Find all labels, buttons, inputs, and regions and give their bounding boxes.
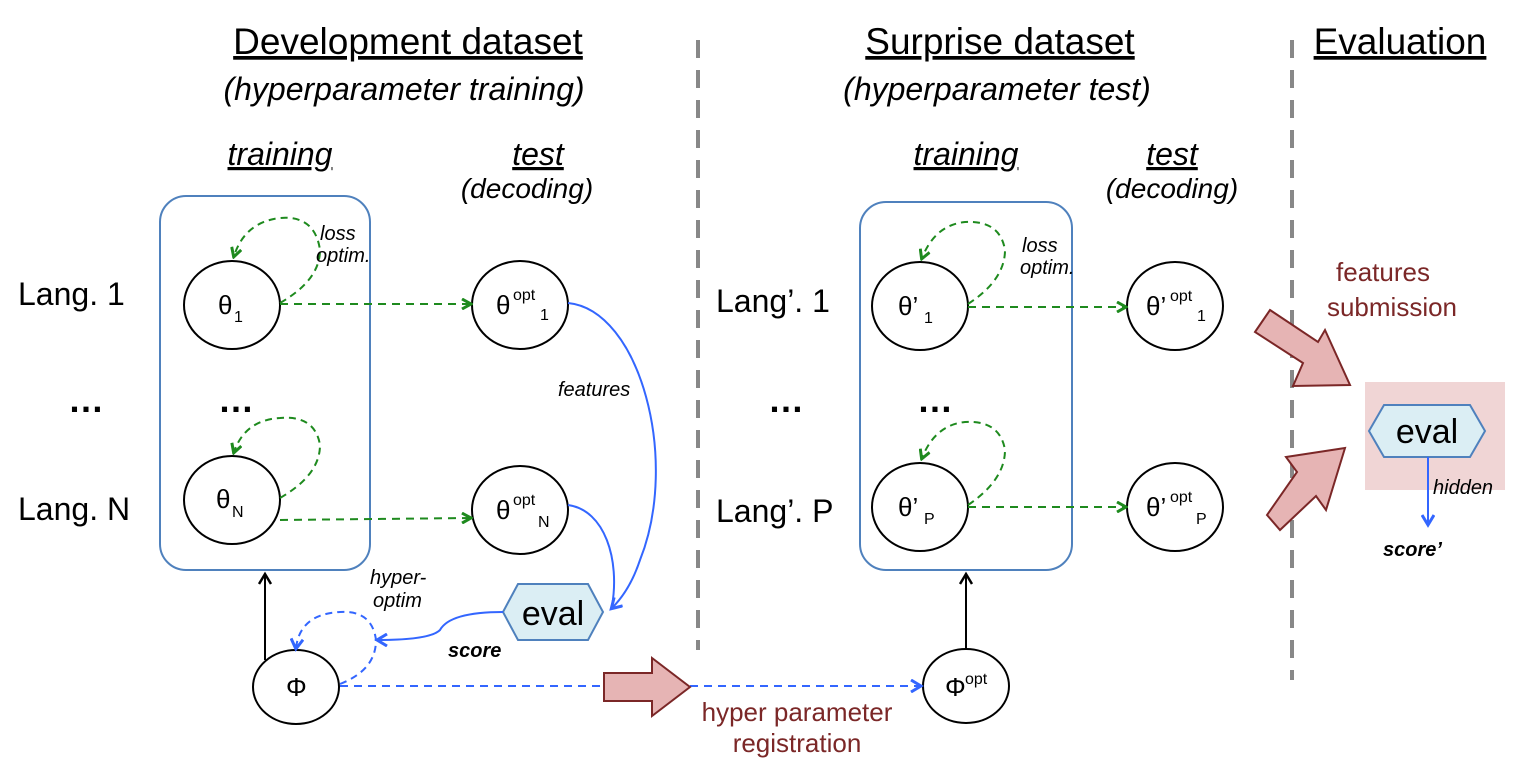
hyper-optim-label: optim [373, 590, 422, 612]
hyper-optim-loop [296, 610, 378, 685]
svg-text:θ’: θ’ [1146, 492, 1166, 522]
surprise-training-label: training [914, 136, 1019, 172]
loss-label-dev: loss [320, 223, 356, 245]
features-submission-label-2: submission [1327, 292, 1457, 322]
svg-text:θ’: θ’ [898, 492, 918, 522]
svg-text:eval: eval [1396, 413, 1458, 451]
surprise-lang-1: Lang’. 1 [716, 283, 830, 319]
loss-loop-theta-1 [234, 216, 322, 304]
node-theta-prime-p: θ’ P [871, 462, 969, 552]
hidden-label: hidden [1433, 477, 1493, 499]
score-arrow [378, 611, 504, 640]
surprise-training-box [859, 201, 1073, 571]
optim-label-dev: optim. [316, 245, 370, 267]
node-phi-opt: Φ opt [922, 648, 1010, 724]
node-theta-prime-1: θ’ 1 [871, 261, 969, 351]
loss-label-surprise: loss [1022, 235, 1058, 257]
svg-text:opt: opt [1170, 288, 1193, 305]
svg-text:θ: θ [218, 290, 232, 320]
svg-text:θ’: θ’ [1146, 291, 1166, 321]
surprise-subtitle: (hyperparameter test) [843, 71, 1151, 107]
surprise-lang-p: Lang’. P [716, 493, 833, 529]
dev-training-box [159, 195, 371, 571]
node-phi: Φ [252, 649, 340, 725]
surprise-title: Surprise dataset [865, 21, 1135, 62]
submission-block-arrow-top [1253, 308, 1352, 388]
dev-test-sub: (decoding) [461, 173, 593, 204]
node-theta-1: θ 1 [183, 260, 281, 350]
surprise-test-label: test [1146, 136, 1199, 172]
eval-node-hidden: eval [1367, 404, 1487, 458]
surprise-ellipsis: … [768, 379, 804, 420]
surprise-test-sub: (decoding) [1106, 173, 1238, 204]
registration-block-arrow [603, 655, 692, 719]
optim-label-surprise: optim. [1020, 257, 1074, 279]
svg-text:θ: θ [216, 484, 230, 514]
loss-loop-theta-n [234, 416, 322, 499]
dev-subtitle: (hyperparameter training) [223, 71, 584, 107]
svg-text:Φ: Φ [286, 672, 307, 702]
surprise-box-ellipsis: … [917, 379, 953, 420]
node-theta-prime-opt-1: θ’ opt 1 [1126, 261, 1224, 351]
node-theta-opt-1: θ opt 1 [471, 260, 569, 350]
registration-label-2: registration [733, 728, 862, 758]
dev-box-ellipsis: … [218, 379, 254, 420]
svg-text:θ: θ [496, 290, 510, 320]
features-curve-1 [567, 302, 657, 608]
score-label: score [448, 640, 501, 662]
node-theta-prime-opt-p: θ’ opt P [1126, 462, 1224, 552]
loss-loop-theta-prime-p [922, 420, 1007, 506]
submission-block-arrow-bottom [1265, 446, 1347, 532]
svg-text:opt: opt [965, 671, 988, 688]
hyper-label: hyper- [370, 567, 427, 589]
node-theta-n: θ N [183, 455, 281, 545]
dev-training-label: training [228, 136, 333, 172]
dev-lang-1: Lang. 1 [18, 276, 125, 312]
features-label: features [558, 379, 630, 401]
dev-ellipsis: … [68, 379, 104, 420]
svg-text:1: 1 [1197, 308, 1206, 325]
features-submission-label-1: features [1336, 257, 1430, 287]
svg-text:opt: opt [1170, 489, 1193, 506]
dev-test-label: test [512, 136, 565, 172]
features-curve-n [567, 504, 616, 607]
evaluation-title: Evaluation [1314, 21, 1487, 62]
svg-text:opt: opt [513, 287, 536, 304]
dev-lang-n: Lang. N [18, 491, 130, 527]
registration-label-1: hyper parameter [702, 697, 893, 727]
svg-text:θ: θ [496, 495, 510, 525]
node-theta-opt-n: θ opt N [471, 465, 569, 555]
svg-text:1: 1 [234, 309, 243, 326]
svg-text:N: N [232, 504, 244, 521]
eval-node-dev: eval [501, 583, 605, 641]
svg-text:P: P [924, 511, 935, 528]
svg-text:1: 1 [540, 307, 549, 324]
svg-text:θ’: θ’ [898, 291, 918, 321]
svg-text:1: 1 [924, 310, 933, 327]
dev-title: Development dataset [233, 21, 583, 62]
svg-text:Φ: Φ [945, 672, 966, 702]
score-prime-label: score’ [1383, 539, 1442, 561]
loss-loop-theta-prime-1 [922, 220, 1007, 305]
arrow-thetan-to-optn [279, 518, 470, 520]
svg-text:P: P [1196, 511, 1207, 528]
svg-text:opt: opt [513, 492, 536, 509]
svg-text:N: N [538, 514, 550, 531]
svg-text:eval: eval [522, 595, 584, 633]
